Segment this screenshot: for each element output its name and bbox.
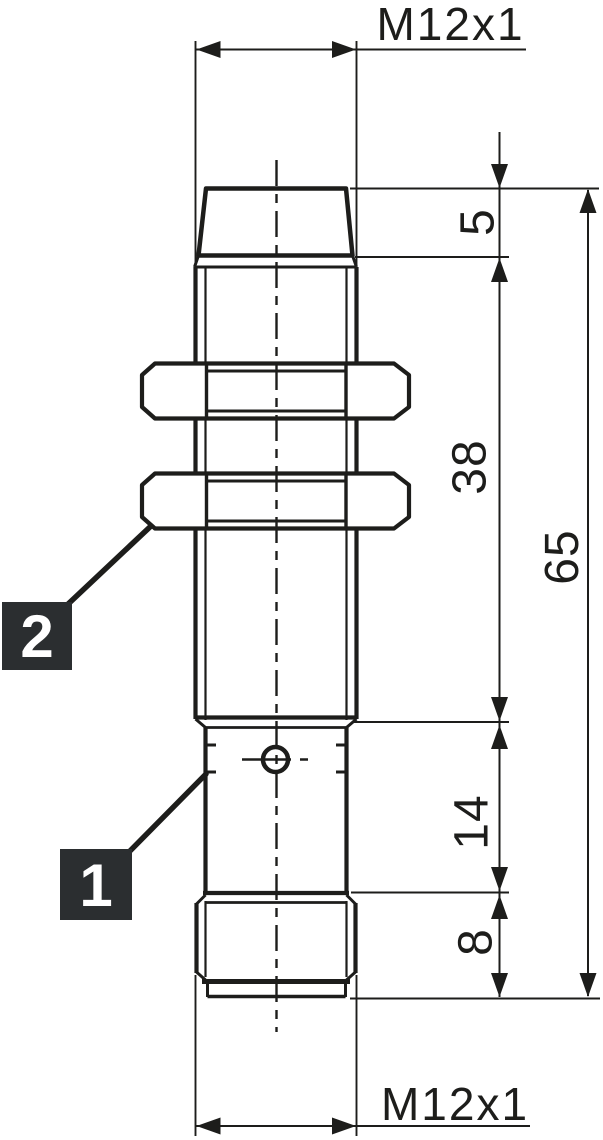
dimension-lines bbox=[196, 48, 589, 1127]
mounting-nut-bottom bbox=[139, 471, 412, 531]
nut-bottom-silhouette bbox=[139, 471, 412, 531]
arrow-bottom-right bbox=[332, 1117, 356, 1135]
callout-led-indicator: 1 bbox=[60, 771, 209, 920]
callout-mounting-nuts: 2 bbox=[2, 523, 154, 670]
arrow-38-top bbox=[491, 258, 508, 282]
arrow-top-right bbox=[332, 41, 356, 58]
dim-housing-length: 14 bbox=[446, 794, 499, 849]
arrow-8-bottom bbox=[491, 973, 508, 997]
arrow-38-bottom bbox=[491, 697, 508, 721]
led-indicator bbox=[242, 744, 308, 775]
nut-top-silhouette bbox=[139, 361, 412, 421]
callout-2-box bbox=[2, 602, 72, 670]
thread-label-bottom: M12x1 bbox=[381, 1078, 529, 1130]
callout-1-label: 1 bbox=[79, 852, 112, 919]
callout-1-box bbox=[60, 849, 132, 920]
arrow-14-top bbox=[491, 725, 508, 749]
callout-2-leader-line bbox=[63, 523, 154, 609]
connector-thread-inner bbox=[204, 901, 348, 977]
callout-2-label: 2 bbox=[20, 603, 53, 670]
housing-tick-marks bbox=[205, 743, 347, 774]
arrow-5-top bbox=[491, 164, 508, 188]
connector-top-chamfer bbox=[195, 893, 357, 906]
mounting-nut-top bbox=[139, 361, 412, 421]
dim-thread-length: 38 bbox=[444, 439, 497, 494]
dim-tip-height: 5 bbox=[452, 208, 505, 236]
dim-overall-length: 65 bbox=[536, 529, 589, 584]
arrow-65-top bbox=[579, 189, 597, 213]
arrow-14-bottom bbox=[491, 867, 508, 891]
arrow-65-bottom bbox=[579, 973, 597, 997]
callout-1-leader-line bbox=[124, 771, 209, 857]
arrow-8-top bbox=[491, 895, 508, 919]
nut-bottom-facet-lines bbox=[204, 473, 348, 529]
connector-bottom-chamfer bbox=[195, 970, 357, 982]
arrow-top-left bbox=[196, 41, 221, 58]
mounting-nuts bbox=[139, 361, 412, 531]
thread-label-top: M12x1 bbox=[376, 0, 524, 50]
end-ring-sides bbox=[206, 981, 347, 997]
shoulder-chamfer bbox=[194, 717, 358, 729]
nut-bottom-face-edges bbox=[206, 479, 346, 523]
extension-lines bbox=[194, 41, 600, 1136]
nut-top-face-edges bbox=[206, 369, 346, 413]
arrow-bottom-left bbox=[196, 1117, 221, 1135]
dim-connector-length: 8 bbox=[450, 928, 503, 956]
dimension-arrowheads bbox=[196, 41, 597, 1135]
nut-top-facet-lines bbox=[204, 363, 348, 419]
sensor-body-outline bbox=[193, 186, 359, 999]
